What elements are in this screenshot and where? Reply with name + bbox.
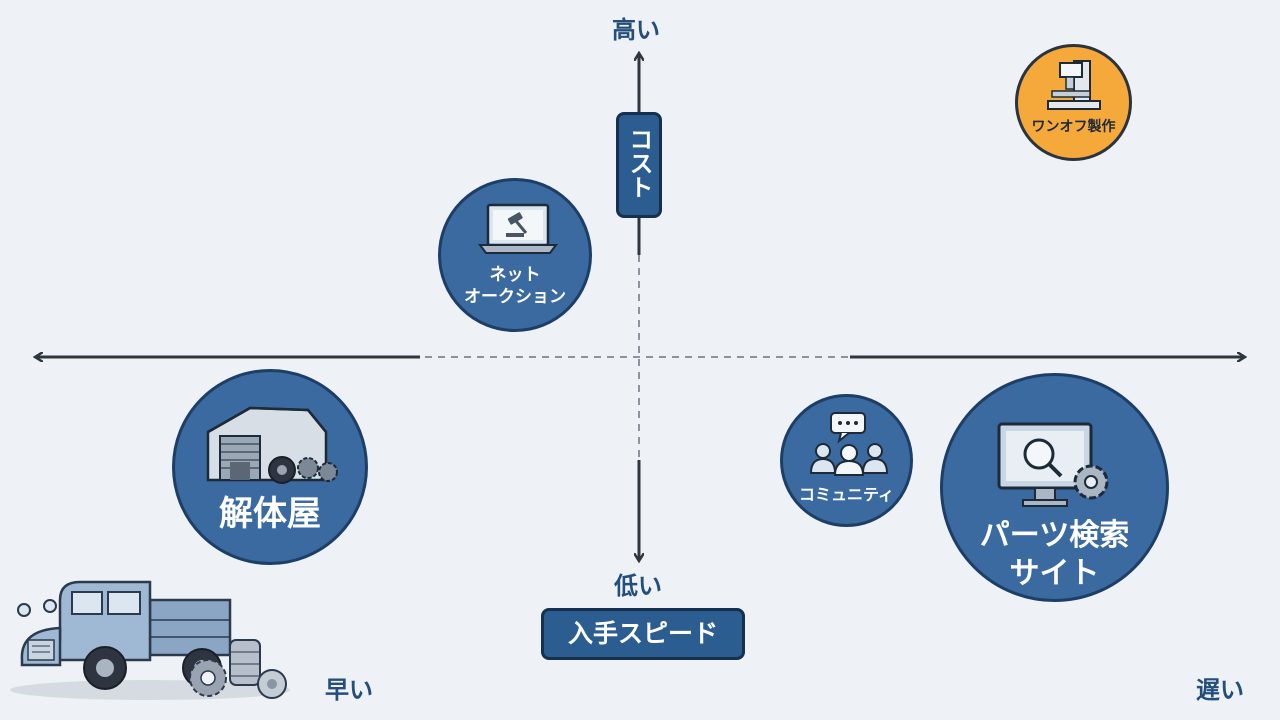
- people-chat-icon: [809, 412, 889, 476]
- oneoff-bubble[interactable]: ワンオフ製作: [1015, 44, 1132, 161]
- vintage-truck-with-parts-icon: [10, 580, 290, 700]
- community-label: コミュニティ: [798, 485, 895, 504]
- cost-axis-title-text: コスト: [625, 127, 653, 199]
- net-auction-label-line2: オークション: [464, 287, 566, 307]
- speed-axis-title-text: 入手スピード: [567, 619, 718, 648]
- speed-axis-title: 入手スピード: [541, 608, 745, 660]
- cost-axis-title: コスト: [616, 112, 662, 218]
- laptop-gavel-icon: [478, 203, 558, 254]
- scrapyard-bubble[interactable]: 解体屋: [172, 369, 368, 565]
- community-bubble[interactable]: コミュニティ: [780, 394, 913, 527]
- oneoff-label: ワンオフ製作: [1031, 119, 1116, 135]
- parts-search-bubble[interactable]: パーツ検索 サイト: [940, 373, 1169, 602]
- cost-high-label: 高い: [612, 16, 660, 44]
- milling-machine-icon: [1047, 60, 1101, 110]
- speed-fast-label: 早い: [325, 676, 373, 704]
- net-auction-bubble[interactable]: ネット オークション: [438, 178, 592, 332]
- net-auction-label-line1: ネット: [489, 265, 541, 285]
- speed-slow-label: 遅い: [1196, 676, 1244, 704]
- parts-search-label-line2: サイト: [1009, 556, 1100, 591]
- warehouse-icon: [206, 406, 338, 484]
- monitor-search-icon: [997, 422, 1109, 507]
- cost-low-label: 低い: [614, 572, 662, 600]
- scrapyard-label: 解体屋: [219, 494, 321, 534]
- parts-search-label-line1: パーツ検索: [979, 518, 1130, 553]
